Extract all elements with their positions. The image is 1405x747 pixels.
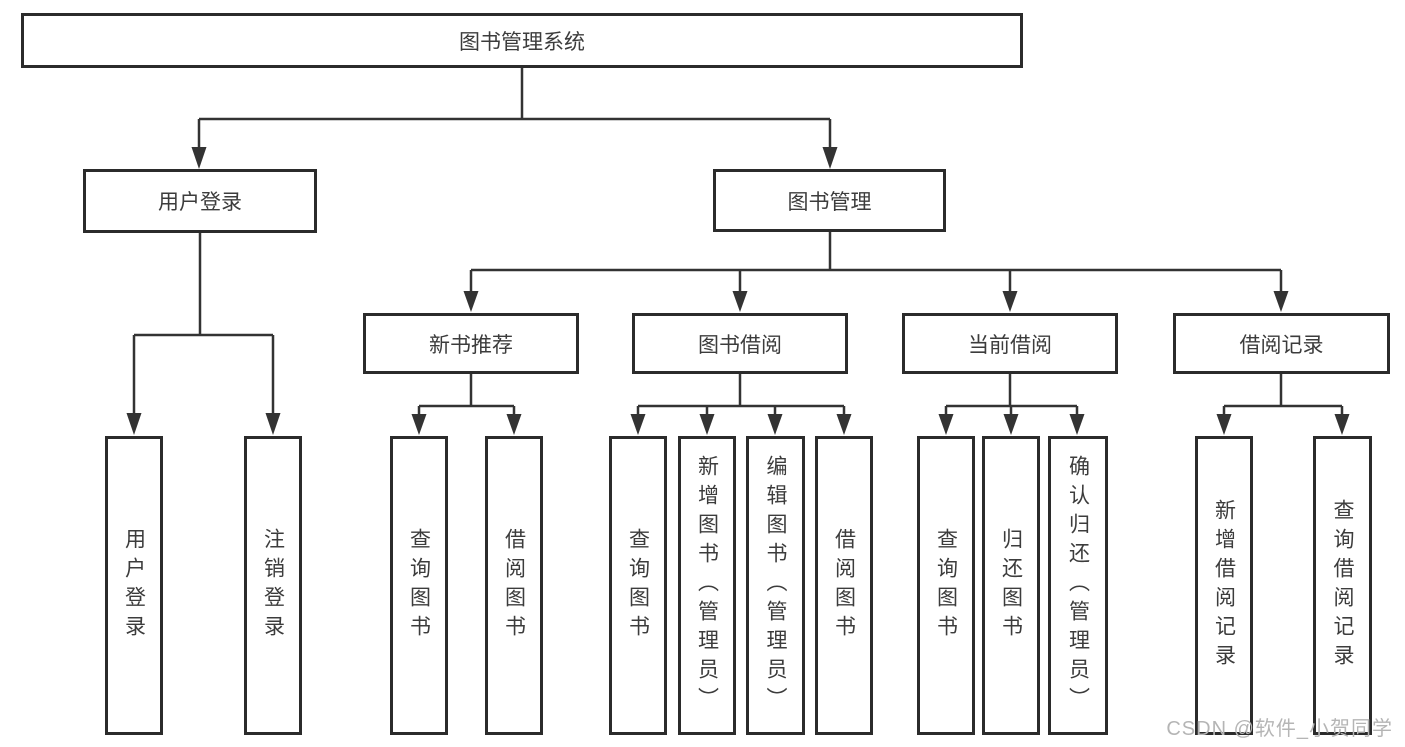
node-label: 查询借阅记录: [1331, 498, 1354, 673]
node-leaf-confirm-return-admin: 确认归还（管理员）: [1048, 436, 1108, 735]
node-label: 图书管理系统: [459, 30, 585, 54]
node-label: 归还图书: [999, 527, 1023, 644]
node-library-management-system: 图书管理系统: [21, 13, 1023, 68]
node-label: 借阅图书: [832, 527, 856, 644]
node-label: 用户登录: [158, 191, 242, 214]
node-leaf-query-books-3: 查询图书: [917, 436, 975, 735]
node-label: 新增借阅记录: [1212, 498, 1236, 673]
node-current-borrow: 当前借阅: [902, 313, 1118, 374]
node-leaf-borrow-books-2: 借阅图书: [815, 436, 873, 735]
node-leaf-query-books-1: 查询图书: [390, 436, 448, 735]
node-leaf-borrow-books-1: 借阅图书: [485, 436, 543, 735]
node-leaf-add-books-admin: 新增图书（管理员）: [678, 436, 736, 735]
node-leaf-user-login: 用户登录: [105, 436, 163, 735]
node-label: 新书推荐: [429, 333, 513, 357]
node-leaf-query-books-2: 查询图书: [609, 436, 667, 735]
node-leaf-return-books: 归还图书: [982, 436, 1040, 735]
node-leaf-add-borrow-record: 新增借阅记录: [1195, 436, 1253, 735]
node-label: 图书借阅: [698, 333, 782, 357]
node-book-management: 图书管理: [713, 169, 946, 232]
node-label: 借阅记录: [1239, 333, 1324, 357]
node-label: 确认归还（管理员）: [1066, 455, 1090, 716]
node-leaf-query-borrow-record: 查询借阅记录: [1313, 436, 1372, 735]
node-book-borrow: 图书借阅: [632, 313, 848, 374]
node-label: 注销登录: [261, 527, 285, 644]
node-leaf-logout: 注销登录: [244, 436, 302, 735]
node-label: 用户登录: [122, 527, 146, 644]
node-label: 查询图书: [626, 527, 650, 644]
node-label: 当前借阅: [968, 333, 1052, 357]
node-user-login: 用户登录: [83, 169, 317, 233]
node-label: 编辑图书（管理员）: [764, 455, 787, 716]
node-label: 借阅图书: [502, 527, 526, 644]
node-label: 查询图书: [934, 527, 958, 644]
node-label: 图书管理: [787, 190, 872, 214]
node-new-book-recommend: 新书推荐: [363, 313, 579, 374]
node-leaf-edit-books-admin: 编辑图书（管理员）: [746, 436, 805, 735]
node-label: 新增图书（管理员）: [695, 455, 719, 716]
node-label: 查询图书: [407, 527, 431, 644]
node-borrow-records: 借阅记录: [1173, 313, 1390, 374]
csdn-watermark: CSDN @软件_小贺同学: [1166, 718, 1393, 740]
